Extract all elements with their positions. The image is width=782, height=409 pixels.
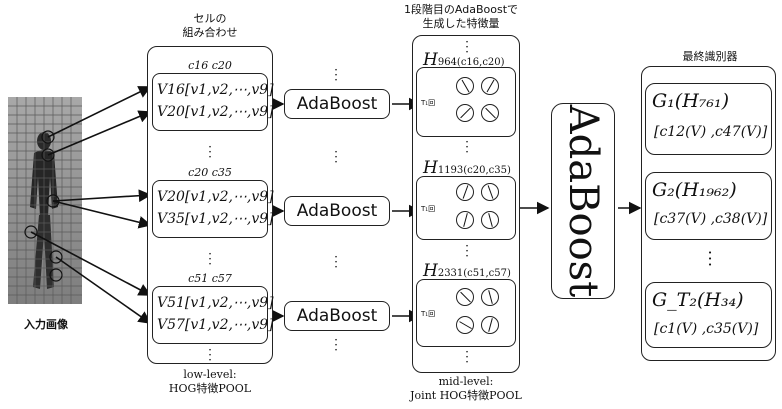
- vertical-ellipsis: ···: [321, 338, 351, 353]
- adaboost-block-1: AdaBoost: [284, 89, 390, 119]
- pedestrian-photo: [8, 97, 82, 304]
- hog-orientation-icon: [456, 211, 474, 229]
- vertical-ellipsis: ···: [321, 150, 351, 165]
- adaboost-block-2: AdaBoost: [284, 196, 390, 226]
- vertical-ellipsis: ···: [452, 244, 482, 259]
- classifier-2-title: G₂(H₁₉₆₂): [652, 179, 737, 201]
- cell-group-2-header: c20 c35: [150, 167, 270, 179]
- hog-orientation-icon: [481, 316, 499, 334]
- hog-orientation-icon: [456, 183, 474, 201]
- hog-orientation-icon: [481, 211, 499, 229]
- cells-footer-line1: low-level:: [140, 368, 280, 382]
- vertical-ellipsis: ···: [695, 250, 725, 268]
- hog-orientation-icon: [456, 77, 474, 95]
- joint-feature-1: T₁回: [416, 67, 516, 137]
- final-classifier-2: G₂(H₁₉₆₂) [c37(V) ,c38(V)]: [645, 172, 772, 240]
- joint-feature-2: T₁回: [416, 176, 516, 240]
- t1-label: T₁回: [421, 309, 435, 319]
- input-caption: 入力画像: [6, 318, 86, 332]
- joint-feature-3-title: H2331(c51,c57): [423, 261, 511, 281]
- joint-panel-title: 1段階目のAdaBoostで 生成した特徴量: [396, 3, 526, 31]
- cells-title-line2: 組み合わせ: [150, 26, 270, 40]
- vertical-ellipsis: ···: [321, 255, 351, 270]
- cell-group-3-header: c51 c57: [150, 273, 270, 285]
- joint-title-line2: 生成した特徴量: [396, 17, 526, 31]
- cell-group-2: V20[v1,v2,⋯,v9] V35[v1,v2,⋯,v9]: [152, 180, 268, 238]
- cell-group-3-row1: V51[v1,v2,⋯,v9]: [157, 294, 274, 312]
- cell-group-2-row1: V20[v1,v2,⋯,v9]: [157, 188, 274, 206]
- joint-feature-3: T₁回: [416, 279, 516, 347]
- cells-title-line1: セルの: [150, 12, 270, 26]
- hog-orientation-icon: [481, 77, 499, 95]
- cells-footer-line2: HOG特徴POOL: [140, 382, 280, 396]
- cell-group-2-row2: V35[v1,v2,⋯,v9]: [157, 210, 274, 228]
- joint-footer-line2: Joint HOG特徴POOL: [396, 389, 536, 403]
- hog-orientation-icon: [456, 288, 474, 306]
- classifier-1-subtitle: [c12(V) ,c47(V)]: [654, 124, 767, 140]
- adaboost-second-stage-label: AdaBoost: [560, 105, 606, 298]
- cells-panel-footer: low-level: HOG特徴POOL: [140, 368, 280, 396]
- vertical-ellipsis: ···: [452, 140, 482, 155]
- adaboost-second-stage: AdaBoost: [551, 103, 615, 299]
- joint-title-line1: 1段階目のAdaBoostで: [396, 3, 526, 17]
- cell-group-1-row1: V16[v1,v2,⋯,v9]: [157, 81, 274, 99]
- hog-orientation-icon: [456, 104, 474, 122]
- hog-orientation-icon: [481, 288, 499, 306]
- vertical-ellipsis: ···: [321, 68, 351, 83]
- final-panel-title: 最終識別器: [650, 50, 770, 64]
- classifier-3-subtitle: [c1(V) ,c35(V)]: [654, 321, 758, 337]
- hog-orientation-icon: [456, 316, 474, 334]
- vertical-ellipsis: ···: [195, 252, 225, 267]
- vertical-ellipsis: ···: [195, 348, 225, 363]
- cell-group-3-row2: V57[v1,v2,⋯,v9]: [157, 316, 274, 334]
- t1-label: T₁回: [421, 98, 435, 108]
- vertical-ellipsis: ···: [452, 350, 482, 365]
- cells-panel-title: セルの 組み合わせ: [150, 12, 270, 40]
- classifier-3-title: G_T₂(H₃₄): [652, 289, 744, 311]
- vertical-ellipsis: ···: [195, 145, 225, 160]
- final-classifier-3: G_T₂(H₃₄) [c1(V) ,c35(V)]: [645, 282, 772, 348]
- t1-label: T₁回: [421, 204, 435, 214]
- cell-group-1: V16[v1,v2,⋯,v9] V20[v1,v2,⋯,v9]: [152, 73, 268, 131]
- classifier-1-title: G₁(H₇₆₁): [652, 90, 729, 112]
- joint-feature-2-title: H1193(c20,c35): [423, 158, 511, 178]
- adaboost-block-3: AdaBoost: [284, 301, 390, 331]
- cell-group-3: V51[v1,v2,⋯,v9] V57[v1,v2,⋯,v9]: [152, 286, 268, 344]
- joint-footer-line1: mid-level:: [396, 375, 536, 389]
- classifier-2-subtitle: [c37(V) ,c38(V)]: [654, 211, 767, 227]
- input-image: [8, 97, 82, 304]
- final-classifier-1: G₁(H₇₆₁) [c12(V) ,c47(V)]: [645, 83, 772, 155]
- cell-group-1-row2: V20[v1,v2,⋯,v9]: [157, 103, 274, 121]
- hog-orientation-icon: [481, 104, 499, 122]
- cell-group-1-header: c16 c20: [150, 60, 270, 72]
- hog-orientation-icon: [481, 183, 499, 201]
- joint-panel-footer: mid-level: Joint HOG特徴POOL: [396, 375, 536, 403]
